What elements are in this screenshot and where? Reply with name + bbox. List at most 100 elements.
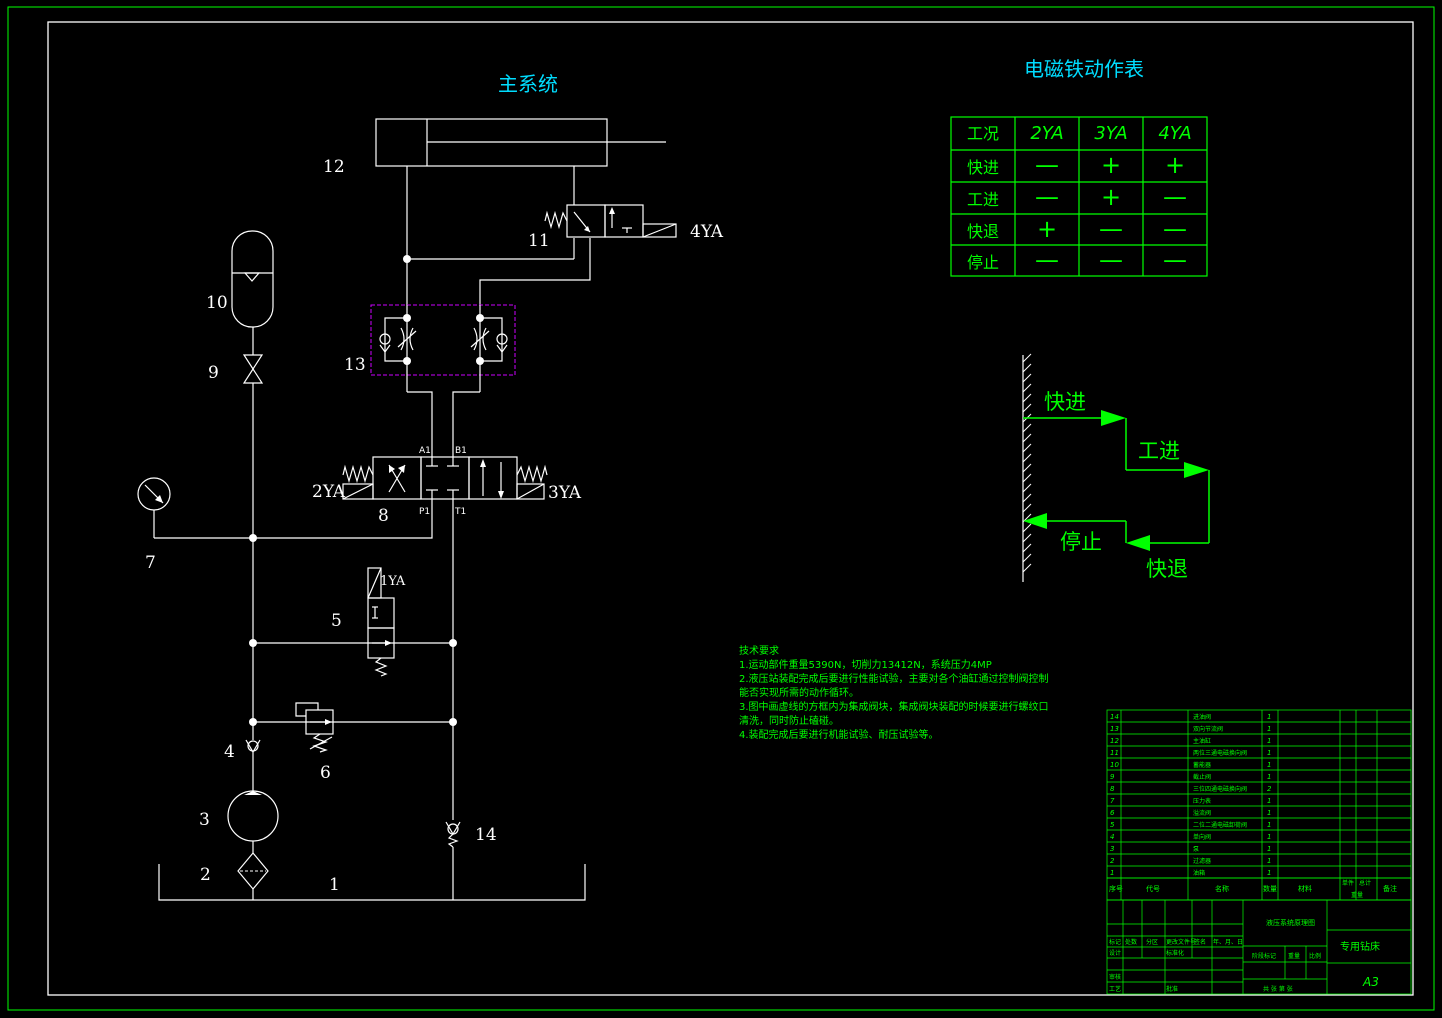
table-cell: —	[1035, 151, 1059, 179]
relief-valve	[295, 702, 334, 753]
label-9: 9	[208, 363, 219, 383]
two-position-three-way-valve	[544, 204, 677, 238]
ph-weight: 重量	[1351, 891, 1363, 899]
tb-sheets: 共 张 第 张	[1263, 985, 1293, 993]
tb-check: 审核	[1109, 973, 1121, 981]
label-10: 10	[206, 293, 228, 313]
oil-tank	[158, 864, 586, 901]
label-4: 4	[224, 742, 235, 762]
ph-total: 总计	[1359, 879, 1371, 887]
part-no: 2	[1110, 857, 1115, 865]
part-name: 两位三通电磁换向阀	[1193, 749, 1247, 757]
table-header: 2YA	[1030, 123, 1063, 144]
tech-title: 技术要求	[739, 644, 779, 657]
table-header: 3YA	[1094, 123, 1127, 144]
tech-line: 清洗，同时防止磕碰。	[739, 714, 839, 727]
tech-line: 1.运动部件重量5390N，切削力13412N，系统压力4MP	[739, 658, 992, 671]
sheet-size: A3	[1362, 975, 1379, 989]
part-name: 二位二通电磁卸荷阀	[1193, 821, 1247, 829]
label-6: 6	[320, 763, 331, 783]
table-row-label: 停止	[967, 253, 999, 272]
inner-frame	[47, 21, 1414, 996]
solenoid-3ya: 3YA	[548, 483, 582, 503]
main-cylinder	[375, 118, 666, 167]
tb-mark: 标记	[1109, 938, 1121, 946]
table-cell: —	[1163, 246, 1187, 274]
junction-dots	[249, 255, 484, 726]
part-qty: 1	[1267, 797, 1271, 805]
table-cell: —	[1163, 215, 1187, 243]
tech-line: 2.液压站装配完成后要进行性能试验，主要对各个油缸通过控制阀控制	[739, 672, 1049, 685]
pump-icon	[227, 790, 279, 842]
part-no: 6	[1110, 809, 1115, 817]
cycle-fast-return: 快退	[1146, 557, 1188, 581]
table-cell: +	[1165, 151, 1185, 179]
part-no: 7	[1110, 797, 1115, 805]
part-qty: 1	[1267, 725, 1271, 733]
tb-weight: 重量	[1288, 952, 1300, 960]
solenoid-4ya: 4YA	[690, 222, 724, 242]
company-name: 专用钻床	[1340, 940, 1380, 953]
tech-line: 4.装配完成后要进行机能试验、耐压试验等。	[739, 728, 939, 741]
label-11: 11	[528, 231, 550, 251]
tb-scale: 比例	[1309, 952, 1321, 960]
table-cell: —	[1099, 246, 1123, 274]
tb-process: 工艺	[1109, 985, 1121, 993]
cycle-diagram	[1022, 353, 1210, 582]
bidirectional-throttle-block	[370, 304, 516, 392]
tb-zone: 分区	[1146, 938, 1158, 946]
filter-icon	[237, 852, 269, 890]
parts-header: 序号 代号 名称 数量 材料 单件 总计 重量 备注	[1109, 879, 1397, 899]
table-header: 4YA	[1158, 123, 1191, 144]
label-14: 14	[475, 825, 497, 845]
part-qty: 1	[1267, 809, 1271, 817]
ph-material: 材料	[1298, 884, 1312, 893]
part-name: 三位四通电磁换向阀	[1193, 785, 1247, 793]
part-name: 截止阀	[1193, 773, 1211, 781]
label-2: 2	[200, 865, 211, 885]
part-qty: 1	[1267, 749, 1271, 757]
return-check-valve-icon	[445, 821, 461, 848]
check-valve-icon	[245, 739, 261, 754]
port-t1: T1	[454, 507, 466, 517]
tb-design: 设计	[1109, 949, 1121, 957]
solenoid-1ya: 1YA	[380, 574, 406, 589]
part-name: 泵	[1193, 846, 1199, 853]
part-no: 8	[1110, 785, 1115, 793]
cycle-stop: 停止	[1060, 530, 1102, 554]
part-qty: 1	[1267, 833, 1271, 841]
table-cell: —	[1099, 215, 1123, 243]
pressure-gauge-icon	[137, 477, 171, 511]
part-qty: 1	[1267, 821, 1271, 829]
part-name: 双向节流阀	[1193, 725, 1223, 733]
cycle-work-feed: 工进	[1138, 439, 1180, 463]
three-position-four-way-valve	[342, 456, 548, 500]
stage-mark: 阶段标记	[1252, 952, 1276, 960]
accumulator-icon	[231, 230, 274, 328]
parts-list-grid	[1106, 709, 1412, 901]
part-qty: 2	[1267, 785, 1272, 793]
label-5: 5	[331, 611, 342, 631]
tb-date: 年、月、日	[1213, 938, 1243, 946]
part-qty: 1	[1267, 857, 1271, 865]
part-name: 主油缸	[1193, 737, 1211, 745]
title-block-grid	[1106, 899, 1412, 995]
table-cell: +	[1037, 215, 1057, 243]
table-row-label: 工进	[967, 190, 999, 209]
tb-approve: 批准	[1166, 985, 1178, 993]
tb-sign: 签名	[1194, 938, 1206, 946]
part-qty: 1	[1267, 737, 1271, 745]
label-3: 3	[199, 810, 210, 830]
tech-line: 3.图中画虚线的方框内为集成阀块，集成阀块装配的时候要进行螺纹口	[739, 700, 1049, 713]
tb-standard: 标准化	[1166, 949, 1184, 957]
part-no: 12	[1110, 737, 1119, 745]
solenoid-table	[950, 116, 1208, 277]
part-no: 10	[1110, 761, 1119, 769]
port-p1: P1	[419, 507, 430, 517]
table-cell: —	[1163, 183, 1187, 211]
port-b1: B1	[455, 446, 467, 456]
part-name: 溢流阀	[1193, 809, 1211, 817]
table-cell: +	[1101, 151, 1121, 179]
